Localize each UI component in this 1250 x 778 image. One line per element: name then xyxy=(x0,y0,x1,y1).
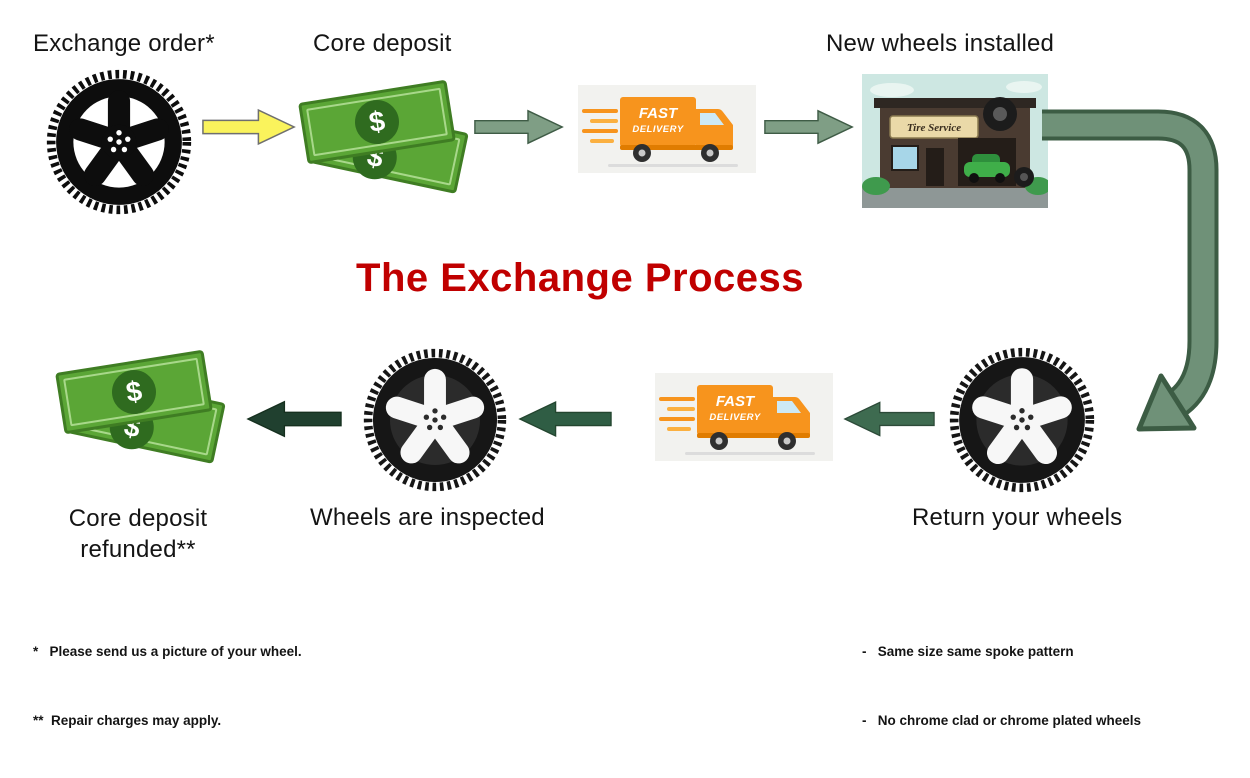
black-wheel-icon xyxy=(46,69,192,215)
arrow-order-to-deposit xyxy=(202,108,296,146)
arrow-return-to-shipping xyxy=(843,401,935,437)
delivery-truck-graphic: FAST DELIVERY xyxy=(655,373,833,461)
wheel-lug-nuts xyxy=(107,130,131,153)
label-exchange-order: Exchange order* xyxy=(33,30,215,57)
footnote-repair-charges: ** Repair charges may apply. xyxy=(33,713,222,728)
label-new-wheels-installed: New wheels installed xyxy=(826,30,1055,57)
arrow-shipping-to-install xyxy=(764,109,854,145)
footnotes-right: - Same size same spoke pattern - No chro… xyxy=(862,594,1141,778)
diagram-title: The Exchange Process xyxy=(356,256,804,300)
curved-arrow-install-to-return xyxy=(1042,109,1219,432)
arrow-inspect-to-refund xyxy=(246,400,342,438)
label-line: Core deposit xyxy=(68,505,208,532)
shop-window xyxy=(891,145,919,171)
dollar-sign: $ xyxy=(123,374,145,409)
speed-lines xyxy=(582,109,618,143)
inspected-wheel-icon xyxy=(363,348,507,492)
returned-wheel-icon xyxy=(949,347,1095,493)
shop-door xyxy=(926,148,944,186)
truck-text-delivery: DELIVERY xyxy=(632,124,685,135)
arrow-shipping-to-inspect xyxy=(518,401,612,437)
footnotes-left: * Please send us a picture of your wheel… xyxy=(33,594,302,778)
label-wheels-are-inspected: Wheels are inspected xyxy=(310,504,545,531)
arrow-deposit-to-shipping xyxy=(474,109,564,145)
refund-money-graphic: $ $ xyxy=(55,345,230,475)
footnote-same-size: - Same size same spoke pattern xyxy=(862,644,1074,659)
core-deposit-money-graphic: $ $ xyxy=(298,75,473,200)
label-core-deposit: Core deposit xyxy=(313,30,452,57)
dollar-sign: $ xyxy=(366,104,388,139)
truck-text-delivery: DELIVERY xyxy=(709,412,762,423)
label-return-your-wheels: Return your wheels xyxy=(912,504,1123,531)
truck-text-fast: FAST xyxy=(639,105,679,122)
label-line: refunded** xyxy=(80,536,196,563)
shop-sign-text: Tire Service xyxy=(907,122,961,134)
speed-lines xyxy=(659,397,695,431)
truck-text-fast: FAST xyxy=(716,393,756,410)
label-core-deposit-refunded: Core deposit refunded** xyxy=(38,503,238,565)
wheel-lug-nuts xyxy=(423,408,447,431)
wheel-lug-nuts xyxy=(1010,408,1034,431)
footnote-no-chrome: - No chrome clad or chrome plated wheels xyxy=(862,713,1142,728)
footnote-picture-of-wheel: * Please send us a picture of your wheel… xyxy=(33,644,302,659)
tire-service-shop-graphic: Tire Service xyxy=(862,74,1048,208)
delivery-truck-graphic: FAST DELIVERY xyxy=(578,85,756,173)
exchange-process-diagram: Exchange order* Core deposit New wheels … xyxy=(33,30,1219,728)
